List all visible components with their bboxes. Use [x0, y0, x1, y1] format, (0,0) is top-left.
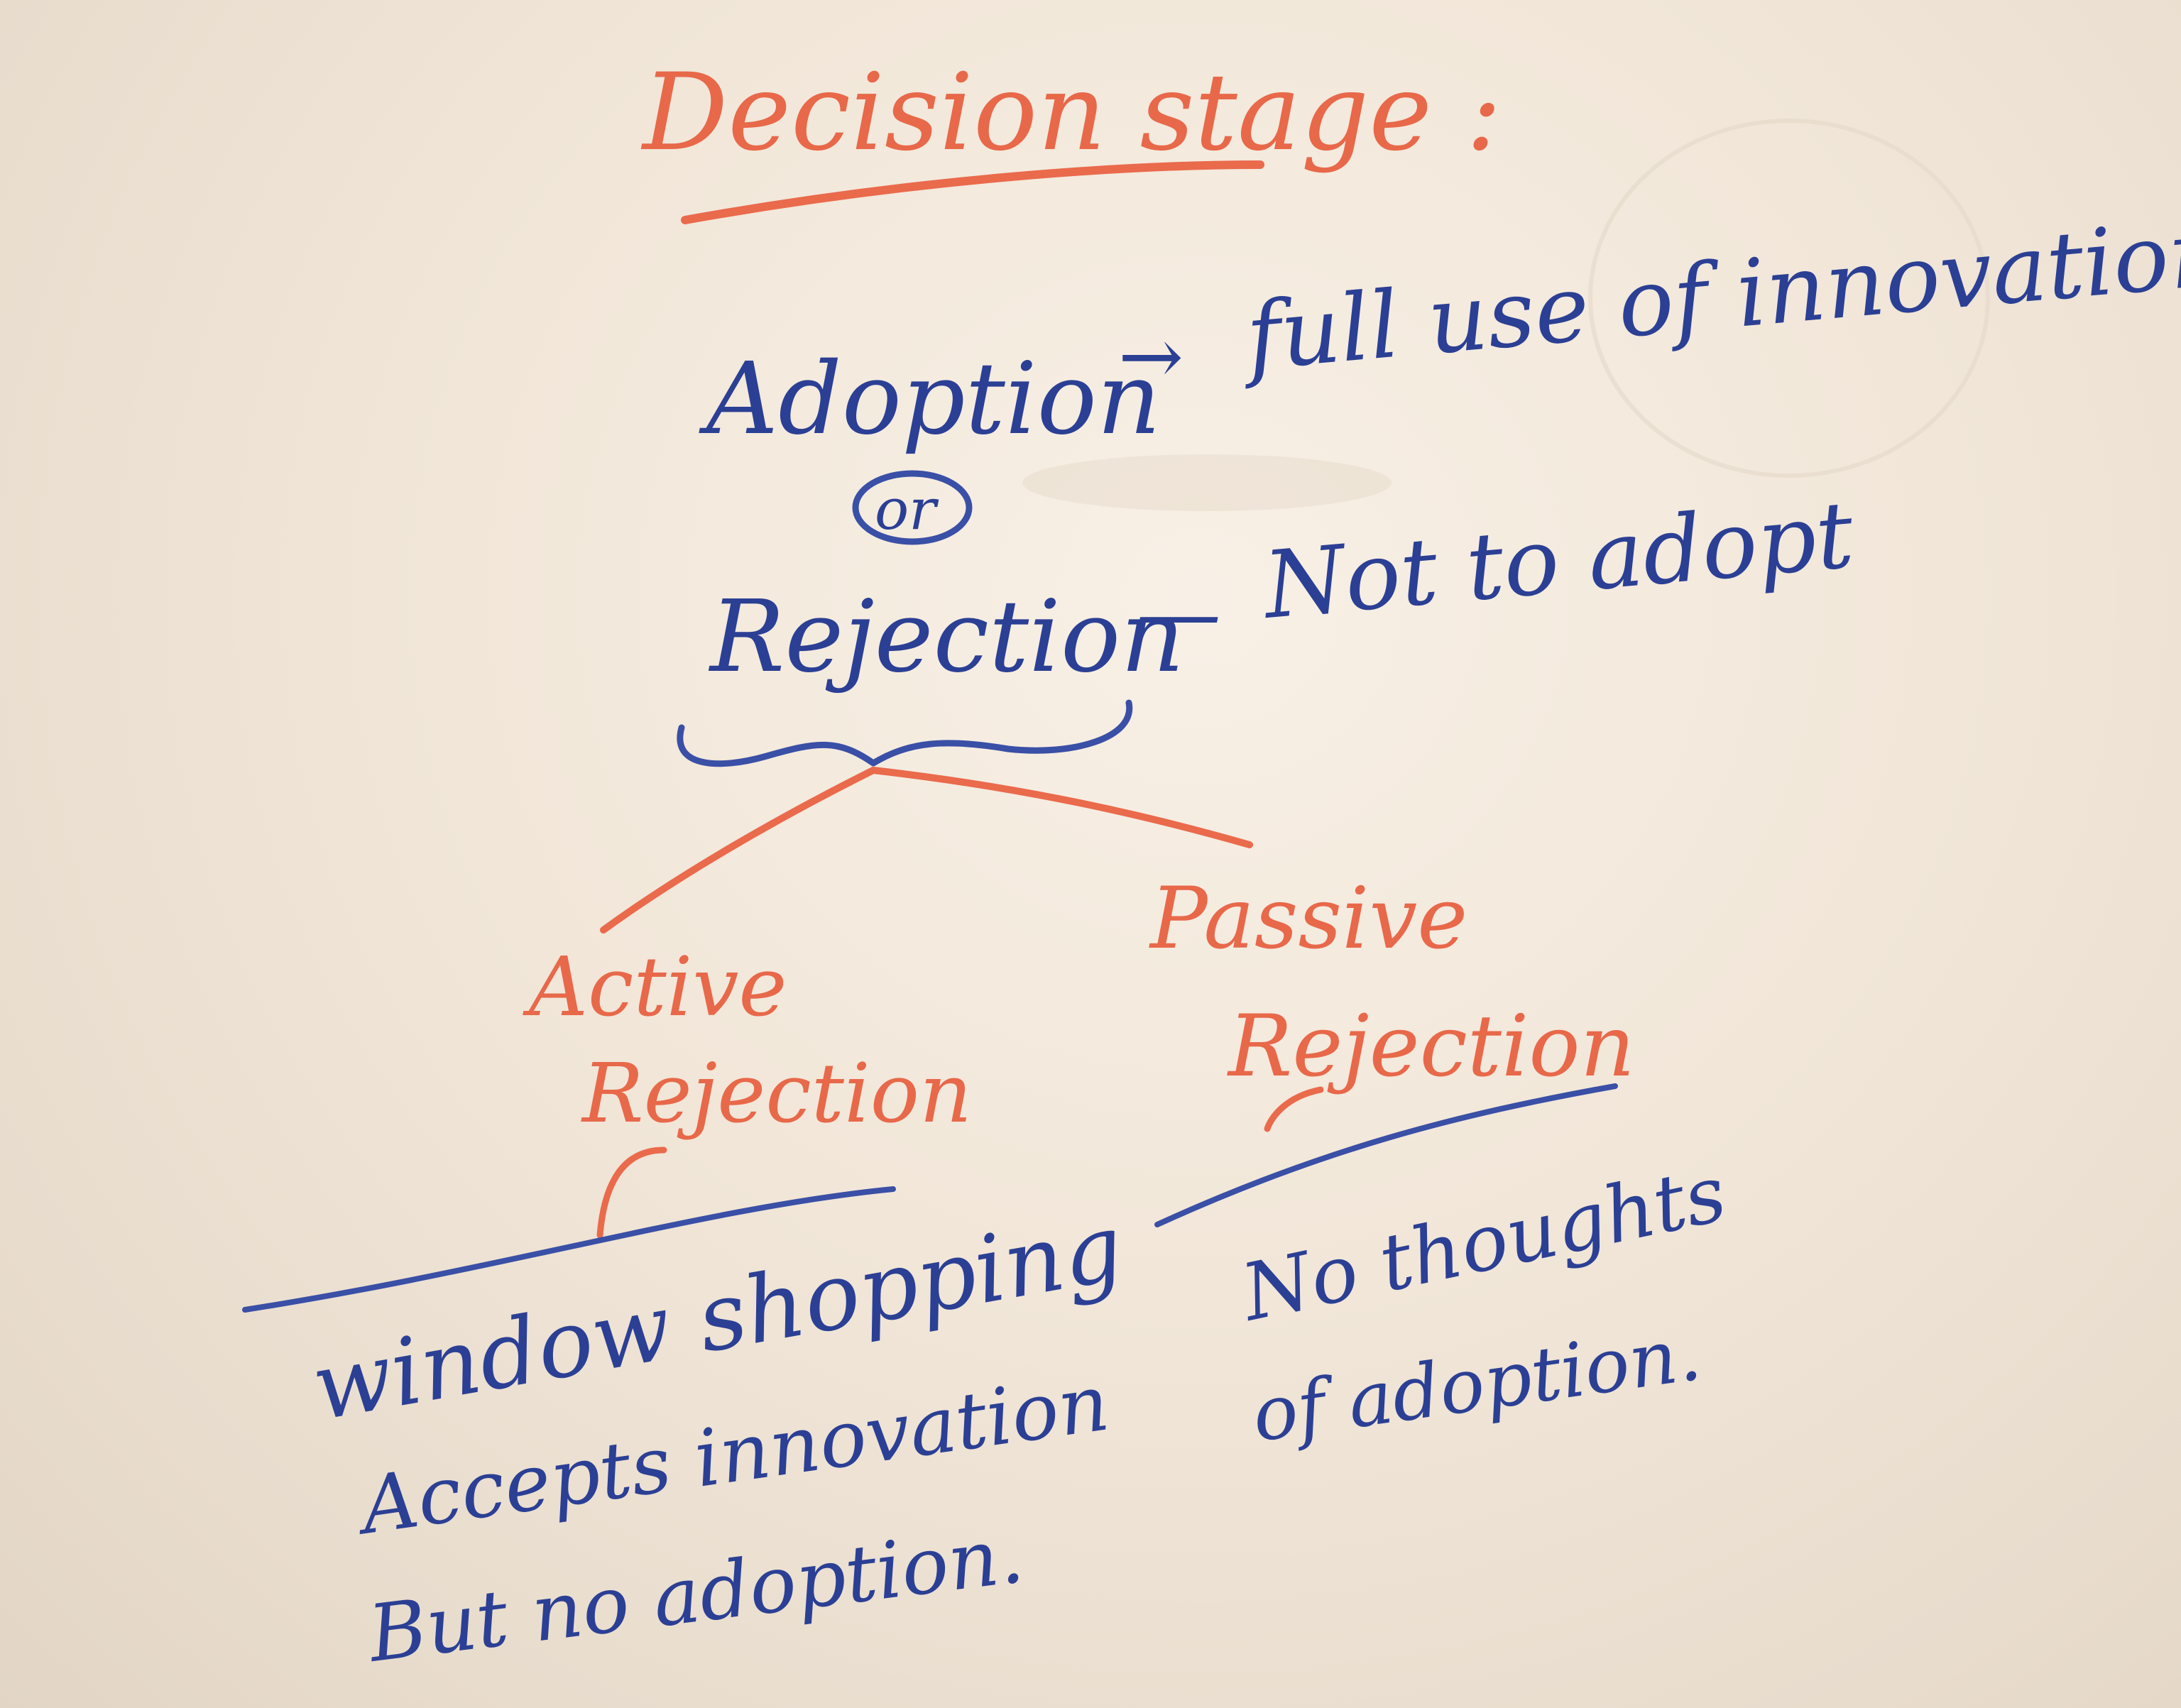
- active-label-line2: Rejection: [581, 1046, 972, 1142]
- erased-smudge: [1022, 454, 1392, 511]
- adoption-definition: full use of innovation: [1236, 198, 2181, 392]
- or-label: or: [875, 476, 939, 542]
- or-circle: [852, 470, 973, 545]
- active-underline: [242, 1186, 896, 1313]
- board-title: Decision stage :: [640, 51, 1502, 175]
- rejection-dash: —: [1136, 564, 1221, 663]
- branch-line-active: [600, 767, 877, 934]
- branch-line-passive: [870, 767, 1253, 848]
- rejection-definition: Not to adopt: [1257, 481, 1858, 640]
- active-label-line1: Active: [523, 940, 787, 1035]
- passive-note-line2: of adoption.: [1247, 1310, 1706, 1458]
- passive-hook: [1264, 1086, 1324, 1132]
- passive-note-line1: No thoughts: [1232, 1147, 1734, 1339]
- rejection-term: Rejection: [708, 579, 1184, 695]
- rejection-brace: [677, 699, 1133, 767]
- adoption-term: Adoption: [699, 341, 1161, 457]
- active-hook: [596, 1146, 667, 1239]
- passive-underline: [1154, 1083, 1618, 1227]
- passive-label-line2: Rejection: [1227, 997, 1635, 1096]
- erased-smudge: [1588, 119, 1990, 478]
- passive-label-line1: Passive: [1149, 870, 1467, 968]
- title-underline: [681, 160, 1264, 224]
- adoption-arrow: →: [1118, 311, 1184, 402]
